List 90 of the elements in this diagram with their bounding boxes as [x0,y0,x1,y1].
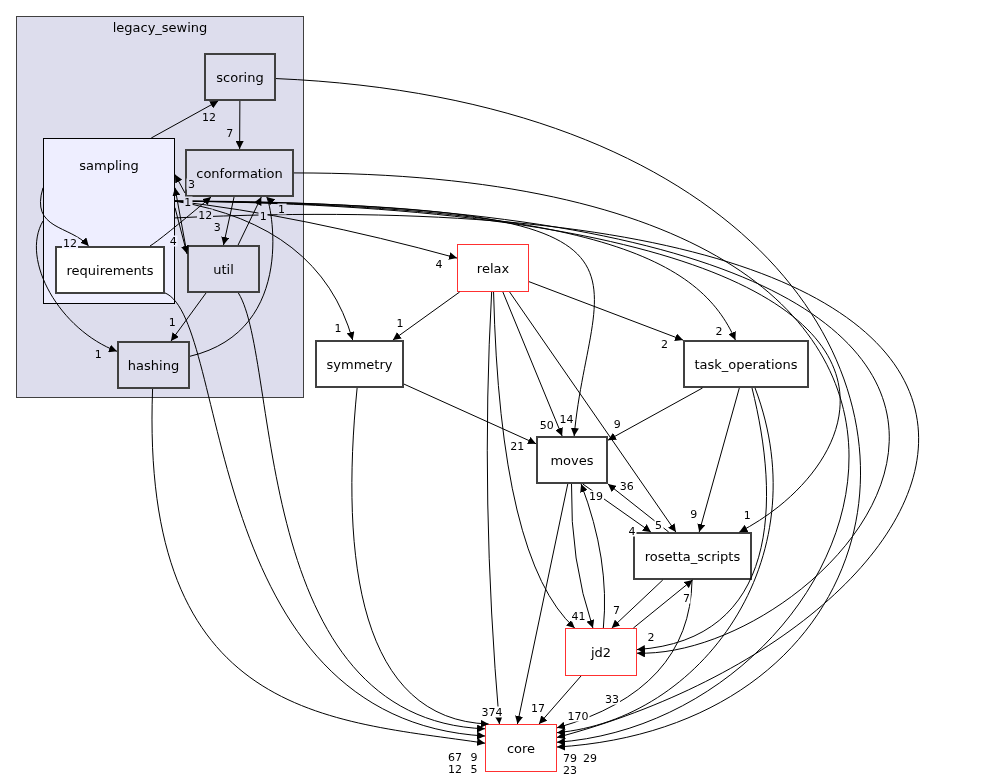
arrow [607,483,670,533]
arrow [189,196,274,357]
arrow [486,291,503,725]
arrow [235,100,244,150]
edge-label: 374 [480,706,504,718]
arrow [237,292,486,732]
edge-label: 2 [646,631,656,643]
directory-box: requirements [55,246,165,294]
arrow [403,383,537,445]
edge-label: 1 [333,322,343,334]
directory-box: core [485,724,557,772]
edge-label: 23 [562,764,578,776]
arrow [582,483,652,533]
edge-label: 170 [566,710,590,722]
arrow [351,387,490,727]
edge-label: 1 [183,196,193,208]
directory-box: symmetry [315,340,404,388]
edge-label: 19 [587,490,604,502]
edge-label: 7 [612,604,622,616]
arrow [174,207,189,255]
edge-label: 12 [201,112,217,123]
edge-label: 14 [558,413,575,425]
arrow [636,387,767,653]
edge-label: 79 [562,752,578,764]
edge-label: 3 [212,221,222,233]
directory-box: task_operations [683,340,809,388]
edge-label: 4 [627,525,637,537]
edge-label: 5 [469,763,479,775]
edge-label: 9 [689,508,699,520]
edge-label: 36 [618,480,635,492]
arrow [174,200,890,657]
edge-label: 7 [225,127,235,139]
edge-label: 1 [93,348,103,360]
arrow [611,579,664,629]
arrow [528,281,684,341]
edge-label: 5 [654,519,664,531]
edge-label: 12 [62,237,79,249]
directory-box: util [187,245,260,293]
arrow [174,174,186,194]
edge-label: 1 [167,316,177,328]
edge-label: 29 [582,752,598,764]
arrow [149,196,212,247]
arrow [150,100,219,139]
arrow [697,387,740,533]
arrow [36,220,118,352]
edge-label: 9 [469,751,479,763]
edge-label: 1 [258,210,268,222]
edge-label: 2 [660,338,669,350]
arrow [221,196,235,246]
arrow [509,291,677,533]
edge-label: 1 [395,317,405,329]
arrow [556,387,774,736]
directory-box: scoring [204,53,276,101]
edge-label: 4 [434,258,444,270]
edge-label: 1 [742,509,752,521]
arrow [580,483,606,629]
arrow [170,292,207,342]
edge-label: 41 [570,610,587,622]
edge-label: 7 [681,592,691,604]
edge-label: 1 [277,203,286,215]
arrow [538,675,582,725]
arrow [556,579,693,730]
arrow [237,196,262,246]
arrow [632,579,693,629]
directory-box: moves [536,436,608,484]
arrow [172,187,188,255]
directory-box: relax [457,244,529,292]
edge-label: 3 [186,178,196,190]
arrow [502,291,563,437]
arrow [515,483,569,725]
arrow [164,292,486,739]
edge-label: 12 [447,763,463,775]
arrow [570,483,595,629]
directory-box: jd2 [565,628,637,676]
arrow [493,291,576,629]
directory-box: hashing [117,341,190,389]
arrow [607,387,703,441]
edge-label: 33 [604,693,620,705]
arrow [40,187,90,247]
edge-label: 17 [530,702,546,714]
edge-label: 50 [538,419,555,431]
arrow [174,215,917,739]
edge-label: 4 [168,235,178,247]
edge-label: 12 [197,209,214,221]
arrow [152,388,486,747]
edge-label: 67 [447,751,463,763]
edge-label: 9 [612,418,622,430]
edge-label: 2 [714,325,724,337]
edge-label: 21 [509,440,526,452]
arrow [392,291,461,341]
